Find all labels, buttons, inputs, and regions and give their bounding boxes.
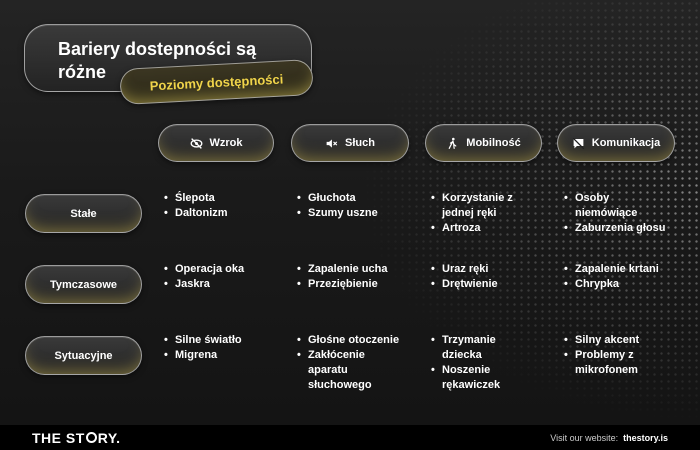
cell-stale-komunikacja: Osoby niemówiące Zaburzenia głosu: [563, 191, 681, 236]
cell-tymczasowe-sluch: Zapalenie ucha Przeziębienie: [296, 262, 421, 292]
row-header-label: Stałe: [70, 207, 97, 220]
list-item: Migrena: [163, 348, 288, 363]
list-item: Zapalenie krtani: [563, 262, 681, 277]
row-header-tymczasowe: Tymczasowe: [25, 265, 142, 304]
list-item: Ślepota: [163, 191, 288, 206]
list-item: Noszenie rękawiczek: [430, 363, 510, 393]
column-header-komunikacja: Komunikacja: [557, 124, 675, 162]
list-item: Zapalenie ucha: [296, 262, 421, 277]
list-item: Korzystanie z jednej ręki: [430, 191, 530, 221]
brand-logo[interactable]: THE ST RY.: [32, 430, 121, 446]
list-item: Zakłócenie aparatu słuchowego: [296, 348, 386, 393]
subtitle-text: Poziomy dostępności: [149, 71, 284, 93]
walking-person-icon: [448, 137, 457, 149]
list-item: Problemy z mikrofonem: [563, 348, 658, 378]
cell-tymczasowe-mobilnosc: Uraz ręki Drętwienie: [430, 262, 530, 292]
row-header-label: Tymczasowe: [49, 278, 118, 291]
infographic-canvas: Bariery dostepności są różne Poziomy dos…: [0, 0, 700, 425]
list-item: Szumy uszne: [296, 206, 421, 221]
logo-text-right: RY.: [97, 429, 121, 446]
column-header-label: Wzrok: [209, 137, 243, 149]
list-item: Osoby niemówiące: [563, 191, 658, 221]
list-item: Chrypka: [563, 277, 681, 292]
footer-website: Visit our website: thestory.is: [550, 433, 668, 443]
speaker-mute-icon: [326, 138, 338, 148]
list-item: Operacja oka: [163, 262, 288, 277]
list-item: Silny akcent: [563, 333, 658, 348]
list-item: Trzymanie dziecka: [430, 333, 510, 363]
list-item: Silne światło: [163, 333, 288, 348]
list-item: Daltonizm: [163, 206, 288, 221]
page-title: Bariery dostepności są różne: [58, 39, 257, 82]
row-header-stale: Stałe: [25, 194, 142, 233]
list-item: Zaburzenia głosu: [563, 221, 681, 236]
logo-text-left: THE ST: [32, 429, 85, 446]
cell-sytuacyjne-komunikacja: Silny akcent Problemy z mikrofonem: [563, 333, 658, 378]
website-link[interactable]: thestory.is: [623, 432, 668, 443]
footer-bar: THE ST RY. Visit our website: thestory.is: [0, 425, 700, 450]
cell-tymczasowe-komunikacja: Zapalenie krtani Chrypka: [563, 262, 681, 292]
column-header-label: Słuch: [345, 137, 375, 149]
row-header-sytuacyjne: Sytuacyjne: [25, 336, 142, 375]
cell-stale-mobilnosc: Korzystanie z jednej ręki Artroza: [430, 191, 530, 236]
list-item: Artroza: [430, 221, 530, 236]
cell-stale-sluch: Głuchota Szumy uszne: [296, 191, 421, 221]
cell-tymczasowe-wzrok: Operacja oka Jaskra: [163, 262, 288, 292]
message-off-icon: [572, 137, 585, 149]
list-item: Głośne otoczenie: [296, 333, 414, 348]
list-item: Jaskra: [163, 277, 288, 292]
column-header-mobilnosc: Mobilność: [425, 124, 542, 162]
eye-off-icon: [190, 137, 202, 149]
list-item: Głuchota: [296, 191, 421, 206]
cell-sytuacyjne-sluch: Głośne otoczenie Zakłócenie aparatu słuc…: [296, 333, 414, 393]
list-item: Drętwienie: [430, 277, 530, 292]
column-header-sluch: Słuch: [291, 124, 409, 162]
visit-label: Visit our website:: [550, 432, 619, 443]
logo-circle-icon: [85, 432, 97, 443]
column-header-wzrok: Wzrok: [158, 124, 274, 162]
column-header-label: Mobilność: [466, 137, 521, 149]
column-header-label: Komunikacja: [591, 137, 661, 149]
cell-sytuacyjne-mobilnosc: Trzymanie dziecka Noszenie rękawiczek: [430, 333, 510, 393]
cell-stale-wzrok: Ślepota Daltonizm: [163, 191, 288, 221]
cell-sytuacyjne-wzrok: Silne światło Migrena: [163, 333, 288, 363]
list-item: Uraz ręki: [430, 262, 530, 277]
list-item: Przeziębienie: [296, 277, 421, 292]
row-header-label: Sytuacyjne: [54, 349, 113, 362]
